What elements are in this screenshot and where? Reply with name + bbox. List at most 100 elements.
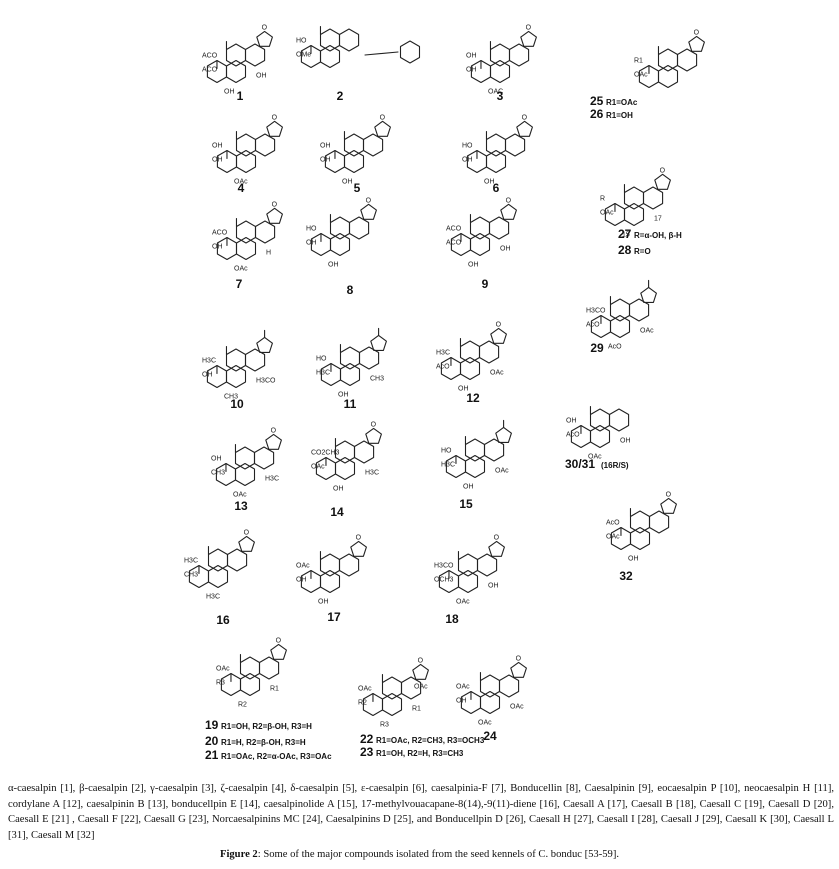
ring-bond [329,232,351,257]
ring-bond [235,133,257,157]
ring-bond [469,216,491,240]
ring-bond [504,133,526,157]
ring-bond [479,674,501,698]
substituent-label: CH3 [370,376,384,383]
ring-bond [589,424,611,449]
ring-bond [225,59,247,84]
figure-caption-text: : Some of the major compounds isolated f… [257,849,620,860]
ring-bond [469,232,491,257]
substituent-label: OH [342,179,353,186]
compound-number: 16 [216,613,230,627]
ring-bond [642,186,664,210]
ring-bond [381,676,403,700]
ring-bond [254,220,276,244]
furan-ring [265,433,282,450]
substituent-label: H3C [436,350,450,357]
ring-bond [608,408,630,432]
furan-ring [500,203,517,220]
compounds-figure: OACOACOOHOH1HOOMe2OOHOHOAC3OOHOHOAc4OOHO… [184,24,705,760]
substituent-label: CH3 [184,572,198,579]
compound-number: 7 [236,277,243,291]
ring-oxygen: O [660,167,666,174]
rgroup-definition: R1=OH, R2=β-OH, R3=H [221,722,312,731]
substituent-label: OH [462,157,473,164]
ring-oxygen: O [694,29,700,36]
lactone-ring [495,426,512,443]
ring-bond [244,348,266,372]
furan-ring [266,207,283,224]
substituent-label: OH [628,556,639,563]
substituent-label: OH [306,240,317,247]
rgroup-definition: R=α-OH, β-H [634,231,682,240]
ring-bond [207,548,229,572]
compound-number: 23 [360,745,374,759]
substituent-label: OH [256,73,267,80]
substituent-label: OAc [600,210,614,217]
substituent-label: CH3 [211,470,225,477]
substituent-label: OH [320,157,331,164]
substituent-label: OH [202,372,213,379]
substituent-label: OH [211,456,222,463]
rgroup-definition: R1=OAc, R2=CH3, R3=OCH3 [376,736,485,745]
compound-number: 32 [619,569,633,583]
ring-oxygen: O [272,201,278,208]
substituent-label: H3CO [434,563,454,570]
compound-number: 24 [483,729,497,743]
ring-bond [457,553,479,577]
substituent-label: R2 [238,702,247,709]
furan-ring [266,120,283,137]
ring-bond [399,40,421,64]
rgroup-definition: R1=OAc, R2=α-OAc, R3=OAc [221,752,332,760]
compound-number: 5 [354,181,361,195]
furan-ring [350,540,367,557]
compound-number: 4 [238,181,245,195]
structure-2-extra [364,40,421,64]
figure-caption: Figure 2: Some of the major compounds is… [0,849,839,860]
substituent-label: H3C [441,462,455,469]
substituent-label: OH [320,143,331,150]
ring-bond [400,676,422,700]
substituent-label: ACO [446,240,462,247]
ring-bond [207,564,229,589]
substituent-label: OH [466,53,477,60]
ring-bond [235,236,257,261]
substituent-label: OAc [490,370,504,377]
furan-ring [510,661,527,678]
ring-bond [489,43,511,67]
substituent-label: OAc [414,684,428,691]
substituent-label: OH [466,67,477,74]
compound-number: 6 [493,181,500,195]
substituent-label: OH [328,262,339,269]
ring-bond [362,133,384,157]
substituent-label: OAc [478,720,492,727]
furan-ring [270,643,287,660]
ring-bond [253,446,275,470]
substituent-label: OH [488,583,499,590]
substituent-label: H3C [365,470,379,477]
ring-oxygen: O [516,655,522,662]
substituent-label: OAc [358,686,372,693]
ring-oxygen: O [494,534,500,541]
substituent-label: R3 [216,680,225,687]
ring-bond [226,548,248,572]
rgroup-30-31: 30/31(16R/S) [565,457,629,471]
ring-bond [676,48,698,72]
ring-bond [629,526,651,551]
substituent-label: OH [463,484,474,491]
linker-bond [364,51,399,56]
furan-ring [256,30,273,47]
substituent-label: OH [500,246,511,253]
substituent-label: CO2CH3 [311,450,340,457]
compound-number: 22 [360,732,374,746]
